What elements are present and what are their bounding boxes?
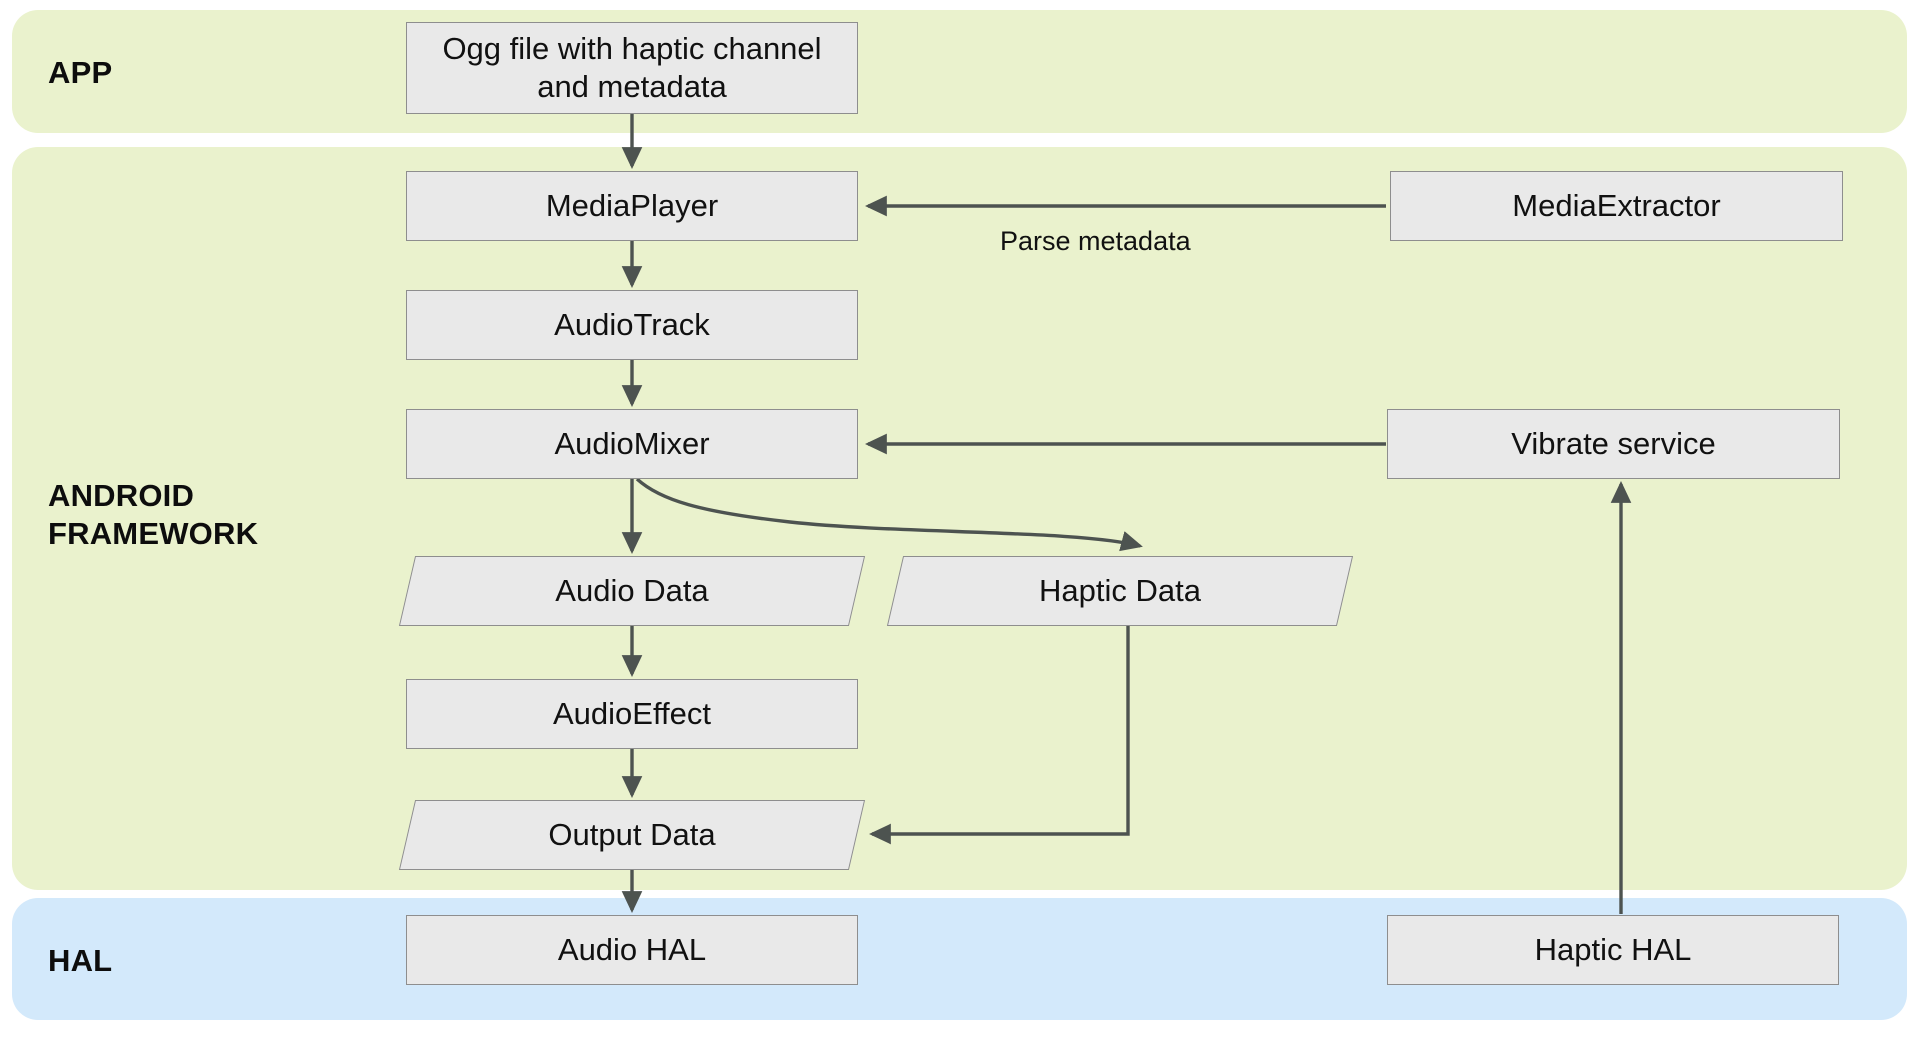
band-app: [12, 10, 1907, 133]
node-output-data[interactable]: Output Data: [398, 800, 866, 870]
node-mediaplayer[interactable]: MediaPlayer: [406, 171, 858, 241]
band-label-hal: HAL: [48, 943, 113, 978]
node-audio-data[interactable]: Audio Data: [398, 556, 866, 626]
node-audiomixer[interactable]: AudioMixer: [406, 409, 858, 479]
band-label-app: APP: [48, 55, 113, 90]
node-audio-hal[interactable]: Audio HAL: [406, 915, 858, 985]
node-vibrate-service[interactable]: Vibrate service: [1387, 409, 1840, 479]
node-audiotrack[interactable]: AudioTrack: [406, 290, 858, 360]
node-haptic-data-label: Haptic Data: [1039, 572, 1201, 608]
node-output-data-label: Output Data: [548, 816, 716, 852]
node-audio-data-label: Audio Data: [555, 572, 709, 608]
node-mediaextractor[interactable]: MediaExtractor: [1390, 171, 1843, 241]
band-label-android-framework: ANDROID FRAMEWORK: [48, 478, 259, 551]
node-haptic-data[interactable]: Haptic Data: [886, 556, 1354, 626]
node-audioeffect[interactable]: AudioEffect: [406, 679, 858, 749]
edge-label-parse-metadata: Parse metadata: [1000, 226, 1191, 256]
node-ogg-file[interactable]: Ogg file with haptic channel and metadat…: [406, 22, 858, 114]
node-haptic-hal[interactable]: Haptic HAL: [1387, 915, 1839, 985]
